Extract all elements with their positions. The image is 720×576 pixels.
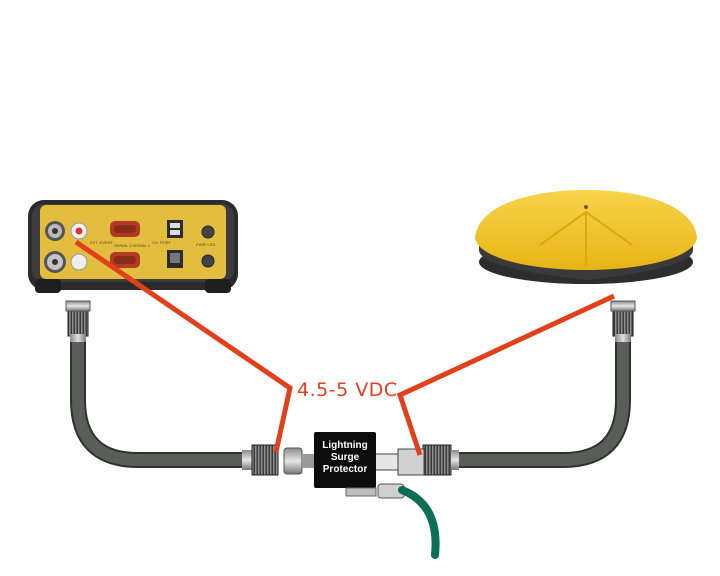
serial-port-top-icon — [110, 221, 140, 237]
protector-body — [314, 432, 376, 488]
serial-port-bottom-icon — [110, 252, 140, 268]
power-port-top-icon — [201, 225, 215, 239]
protector-label-line-3: Protector — [322, 464, 368, 475]
power-port-bottom-icon — [201, 254, 215, 268]
right-cable — [422, 300, 636, 476]
tnc-port-bottom-icon — [44, 251, 66, 273]
gnss-receiver: EXT. EVENT SERIAL 3 SERIAL 1 CH. PORT PW… — [28, 200, 238, 293]
left-cable — [65, 300, 279, 476]
antenna-logo-icon — [584, 205, 588, 209]
surge-protector-label: Lightning Surge Protector — [316, 440, 374, 476]
voltage-lines — [74, 239, 616, 456]
port-label-ext-event: EXT. EVENT — [90, 240, 113, 245]
right-cable-left-connector-icon — [422, 444, 459, 476]
voltage-label: 4.5-5 VDC — [297, 379, 398, 401]
left-cable-right-connector-icon — [242, 444, 279, 476]
protector-left-jack-icon — [283, 447, 303, 475]
left-cable-top-connector-icon — [65, 300, 91, 342]
protector-label-line-1: Lightning — [322, 440, 368, 451]
port-label-pwr: PWR/ LED — [196, 242, 215, 247]
port-label-serial: SERIAL 3 SERIAL 1 — [114, 243, 151, 248]
ground-wire — [398, 486, 440, 559]
protector-label-line-2: Surge — [330, 452, 360, 463]
voltage-line-right — [396, 293, 616, 456]
gnss-antenna — [475, 190, 697, 284]
ethernet-port-icon — [167, 250, 183, 268]
usb-port-icon — [167, 220, 183, 238]
port-label-ch-port: CH. PORT — [152, 240, 172, 245]
tnc-port-top-icon — [45, 221, 65, 241]
red-port-icon — [70, 222, 88, 240]
right-cable-top-connector-icon — [610, 300, 636, 342]
white-port-icon — [70, 253, 88, 271]
voltage-line-left — [74, 239, 293, 453]
